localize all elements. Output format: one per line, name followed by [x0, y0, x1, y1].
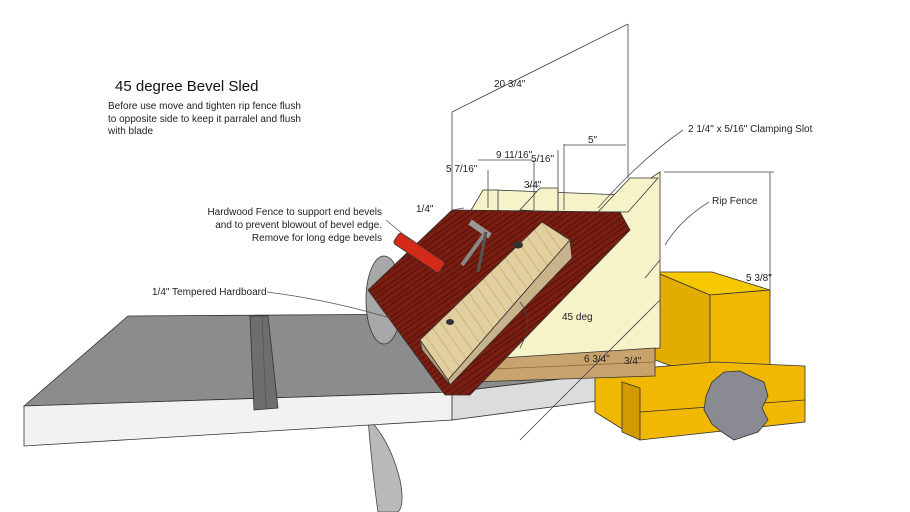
callout-hardwood-fence-3: Remove for long edge bevels	[252, 233, 382, 244]
callout-angle: 45 deg	[562, 312, 593, 323]
dim-fence-thickness: 1/4"	[416, 204, 434, 215]
saw-blade-lower	[367, 416, 403, 512]
callout-clamping-slot: 2 1/4" x 5/16" Clamping Slot	[688, 124, 813, 135]
callout-hardwood-fence-2: and to prevent blowout of bevel edge.	[215, 220, 382, 231]
dim-upright-thickness: 3/4"	[524, 180, 542, 191]
dim-fence-spacing-a: 5 7/16"	[446, 164, 478, 175]
clamping-board	[419, 221, 573, 386]
callout-hardboard: 1/4" Tempered Hardboard	[152, 287, 267, 298]
callout-rip-fence: Rip Fence	[712, 196, 758, 207]
leader-lines	[266, 129, 710, 319]
dim-overall-length: 20 3/4"	[494, 79, 526, 90]
dim-height: 5 3/8"	[746, 273, 772, 284]
diagram-title: 45 degree Bevel Sled	[115, 78, 259, 95]
callout-hardwood-fence-1: Hardwood Fence to support end bevels	[207, 207, 382, 218]
dim-fence-spacing-b: 9 11/16"	[496, 150, 533, 161]
dim-slot-offset: 5"	[588, 135, 598, 146]
dim-base-depth: 6 3/4"	[584, 354, 610, 365]
dimension-lines	[451, 23, 774, 441]
dim-slot-width: 5/16"	[531, 154, 554, 165]
toggle-clamp	[393, 219, 492, 273]
dim-base-thickness: 3/4"	[624, 356, 642, 367]
fence-lock-knob	[703, 370, 769, 441]
instructions-note: Before use move and tighten rip fence fl…	[108, 101, 301, 137]
